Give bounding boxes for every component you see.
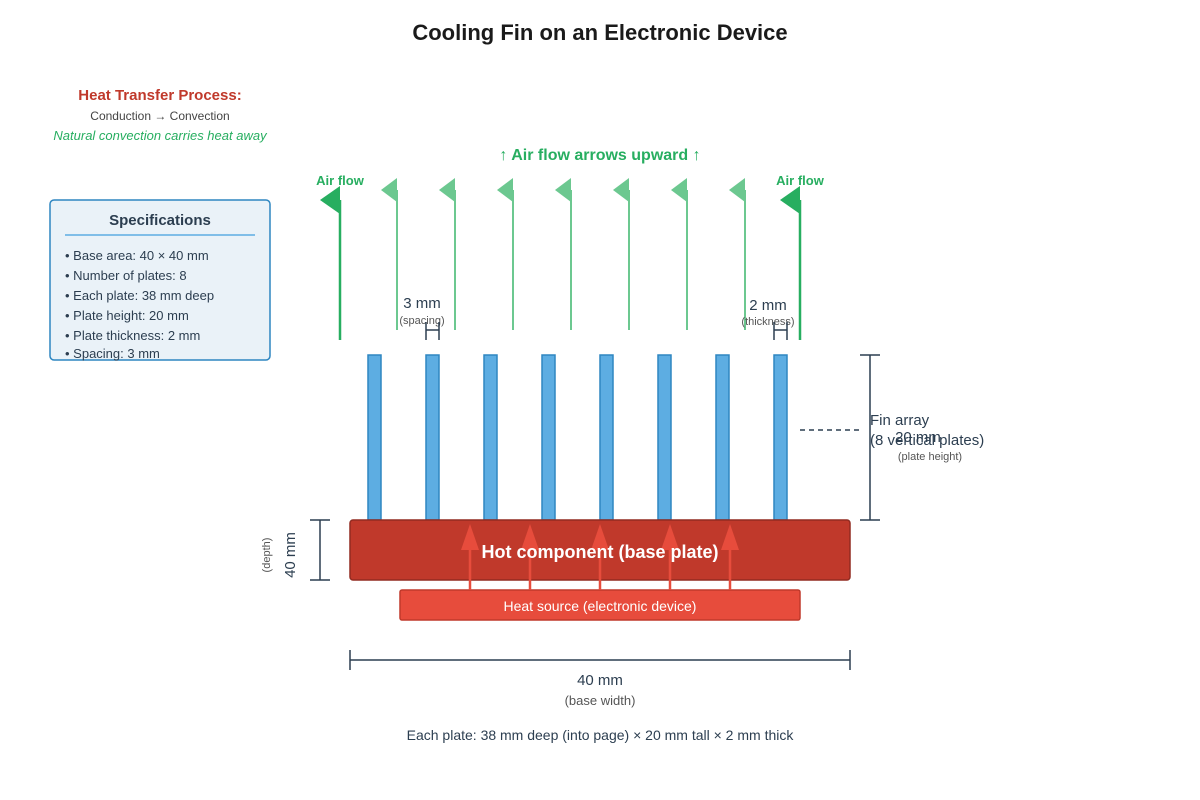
heat-source-label: Heat source (electronic device) bbox=[504, 598, 697, 614]
airflow-arrow bbox=[439, 178, 456, 330]
fin-plate bbox=[425, 354, 440, 521]
specifications-panel bbox=[49, 199, 271, 361]
spacing-value: 3 mm bbox=[403, 295, 441, 312]
airflow-label-right: Air flow bbox=[776, 173, 825, 188]
thickness-sub: (thickness) bbox=[741, 316, 794, 328]
fin-plate bbox=[657, 354, 672, 521]
height-sub: (plate height) bbox=[898, 451, 962, 463]
airflow-heading: ↑ Air flow arrows upward ↑ bbox=[499, 147, 700, 164]
heat-process-title: Heat Transfer Process: bbox=[78, 87, 241, 104]
depth-dimension: 40 mm (depth) bbox=[261, 519, 330, 581]
heat-arrow bbox=[591, 524, 609, 590]
spec-item: • Number of plates: 8 bbox=[65, 268, 187, 283]
specifications-title: Specifications bbox=[109, 212, 211, 229]
fin-plate bbox=[541, 354, 556, 521]
fin-plate bbox=[483, 354, 498, 521]
spec-item: • Each plate: 38 mm deep bbox=[65, 288, 214, 303]
airflow-arrow-left bbox=[320, 186, 342, 340]
fin-plate bbox=[367, 354, 382, 521]
depth-value: 40 mm bbox=[282, 532, 299, 578]
heat-arrow bbox=[521, 524, 539, 590]
spec-item: • Base area: 40 × 40 mm bbox=[65, 248, 209, 263]
heat-arrow bbox=[721, 524, 739, 590]
depth-sub: (depth) bbox=[261, 538, 273, 573]
width-dimension: 40 mm (base width) bbox=[349, 650, 851, 708]
fin-array-label: Fin array bbox=[870, 412, 930, 429]
thickness-value: 2 mm bbox=[749, 297, 787, 314]
airflow-label-left: Air flow bbox=[316, 173, 365, 188]
height-dimension: 20 mm (plate height) bbox=[860, 354, 962, 521]
fin-plate bbox=[773, 354, 788, 521]
airflow-arrow-right bbox=[780, 186, 802, 340]
heat-process-steps: Conduction → Convection bbox=[90, 109, 229, 123]
spec-item: • Spacing: 3 mm bbox=[65, 346, 160, 361]
width-sub: (base width) bbox=[565, 693, 636, 708]
base-plate-label: Hot component (base plate) bbox=[481, 542, 718, 562]
height-value: 20 mm bbox=[895, 429, 941, 446]
page-title: Cooling Fin on an Electronic Device bbox=[412, 20, 787, 45]
fin-plate bbox=[715, 354, 730, 521]
airflow-arrow bbox=[613, 178, 630, 330]
heat-arrow bbox=[661, 524, 679, 590]
airflow-arrow bbox=[729, 178, 746, 330]
fin-array-sublabel: (8 vertical plates) bbox=[870, 432, 984, 449]
spec-item: • Plate height: 20 mm bbox=[65, 308, 189, 323]
fin-array bbox=[367, 354, 788, 521]
spacing-sub: (spacing) bbox=[399, 315, 444, 327]
airflow-arrow bbox=[497, 178, 514, 330]
heat-arrow bbox=[461, 524, 479, 590]
airflow-arrow bbox=[671, 178, 688, 330]
fin-plate bbox=[599, 354, 614, 521]
width-value: 40 mm bbox=[577, 672, 623, 689]
spacing-dimension: 3 mm (spacing) bbox=[399, 295, 445, 340]
footer-note: Each plate: 38 mm deep (into page) × 20 … bbox=[407, 727, 795, 743]
spec-item: • Plate thickness: 2 mm bbox=[65, 328, 200, 343]
heat-process-note: Natural convection carries heat away bbox=[53, 128, 268, 143]
heat-arrows bbox=[461, 524, 739, 590]
airflow-arrow bbox=[381, 178, 398, 330]
thickness-dimension: 2 mm (thickness) bbox=[741, 297, 795, 340]
specifications-box: Specifications • Base area: 40 × 40 mm •… bbox=[49, 199, 271, 361]
airflow-arrow bbox=[555, 178, 572, 330]
